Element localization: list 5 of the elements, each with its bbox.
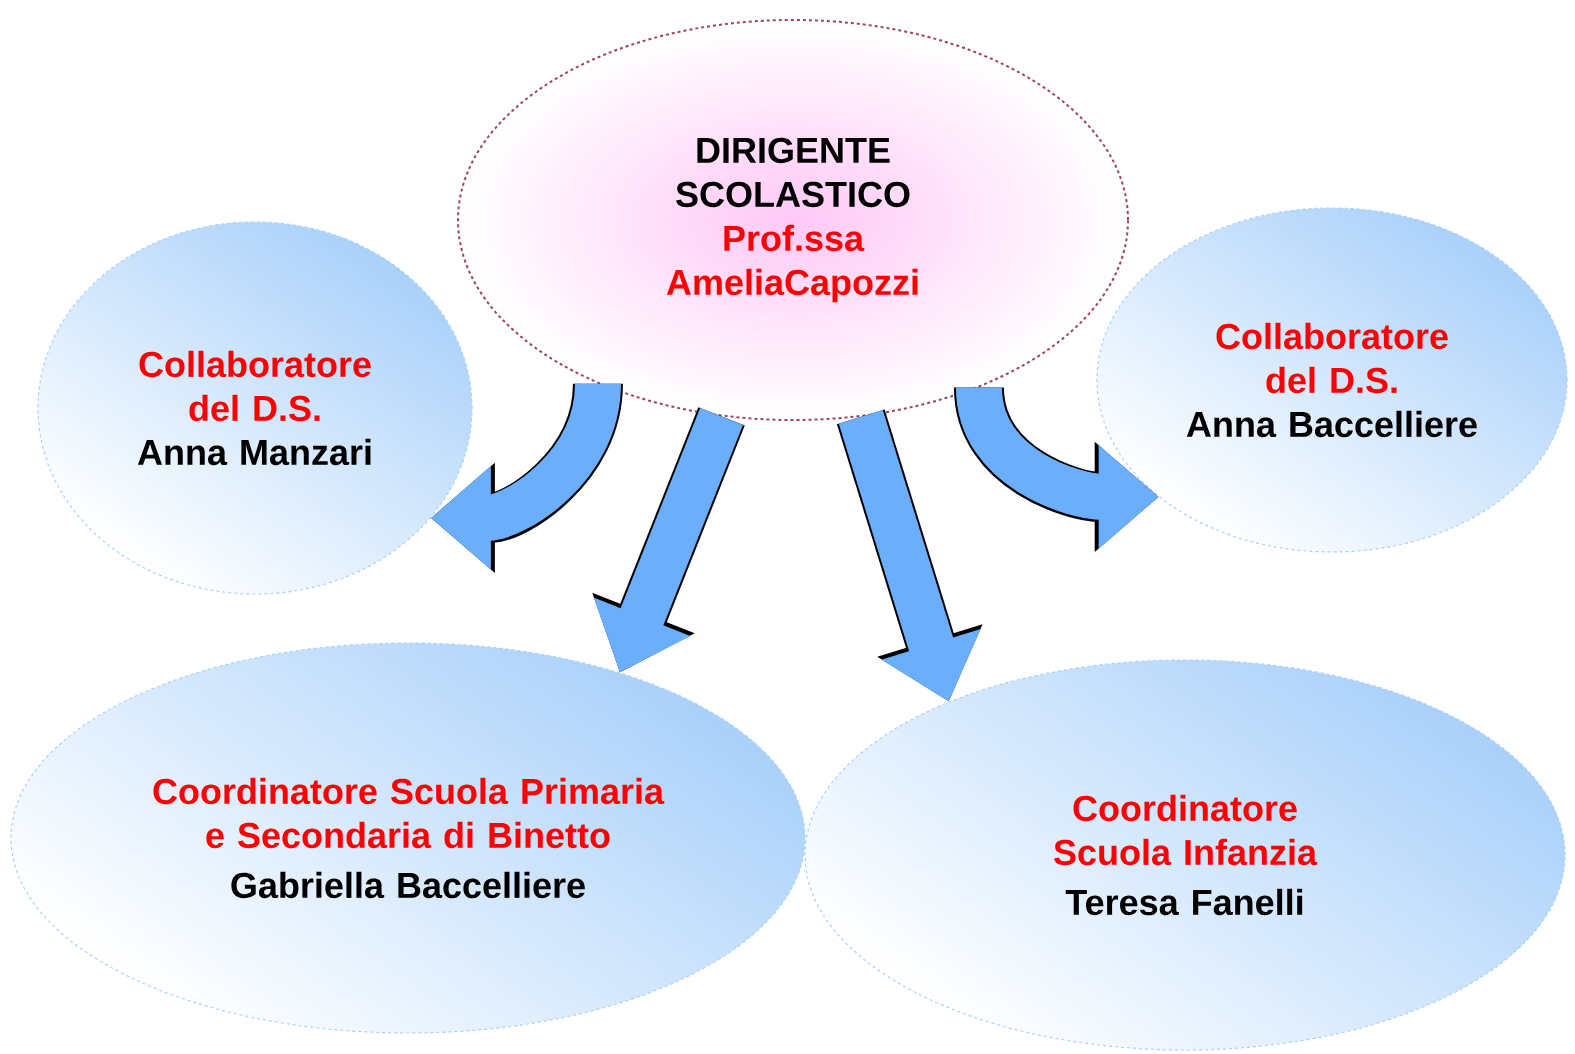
ellipse-node: Collaboratore del D.S. Anna Baccelliere bbox=[1096, 207, 1568, 553]
ellipse-node: Coordinatore Scuola Primaria e Secondaria di Binetto Gabriella Baccelliere bbox=[10, 642, 806, 1034]
ellipse-node: DIRIGENTE SCOLASTICO Prof.ssa AmeliaCapozzi bbox=[457, 19, 1129, 421]
ellipse-node: Collaboratore del D.S. Anna Manzari bbox=[37, 221, 473, 595]
ellipse-node: Coordinatore Scuola Infanzia Teresa Fanelli bbox=[804, 659, 1566, 1051]
